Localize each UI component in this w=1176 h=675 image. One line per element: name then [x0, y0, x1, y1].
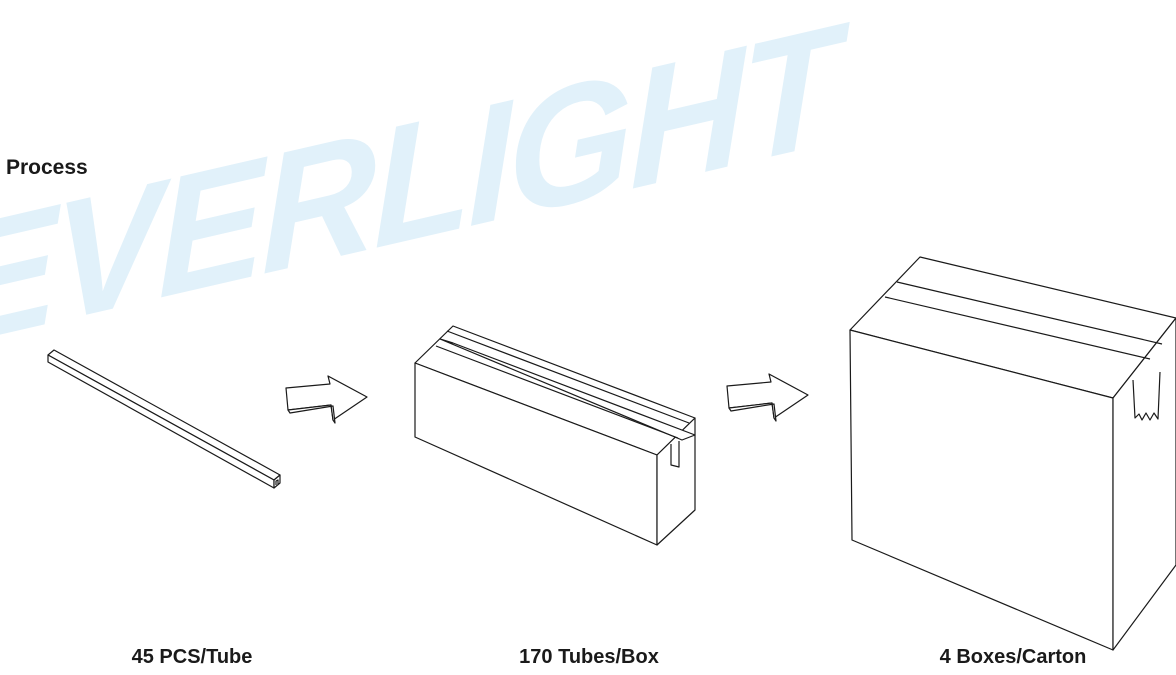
- box-icon: [414, 325, 696, 546]
- carton-icon: [849, 256, 1176, 651]
- step-label-carton: 4 Boxes/Carton: [939, 646, 1087, 668]
- arrow-right-icon: [285, 375, 368, 424]
- step-label-tube: 45 PCS/Tube: [131, 646, 253, 668]
- step-label-box: 170 Tubes/Box: [519, 646, 659, 668]
- section-title: Process: [6, 156, 88, 179]
- tube-icon: [47, 349, 281, 489]
- arrow-right-icon: [726, 373, 809, 422]
